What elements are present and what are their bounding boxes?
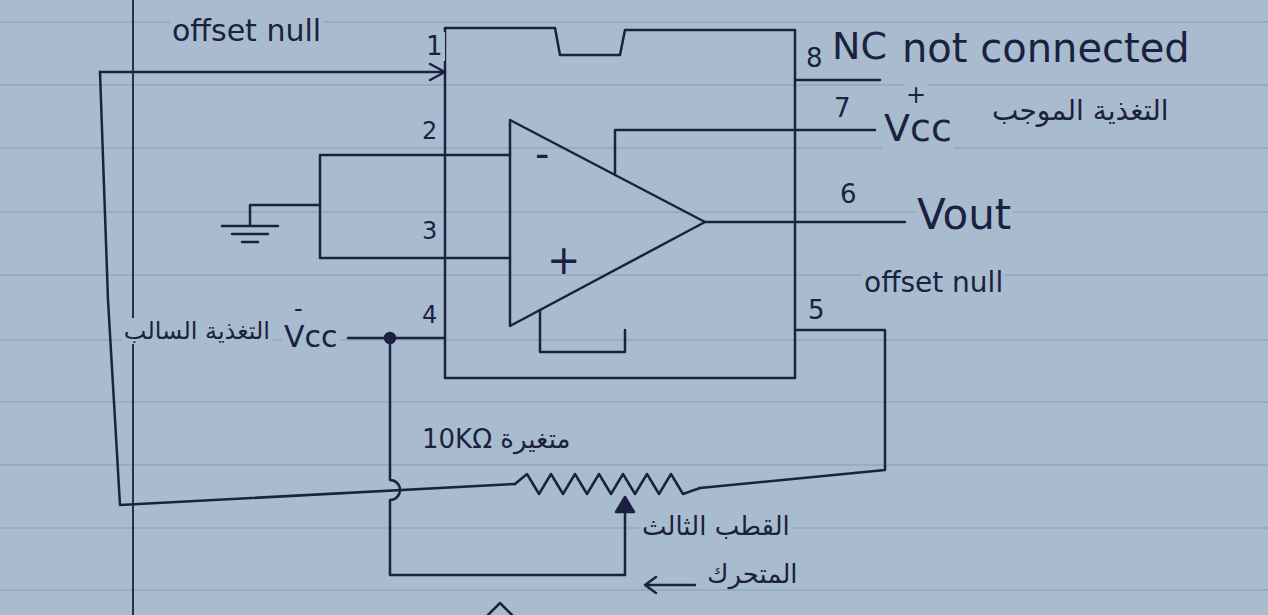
pin1-arrow: [430, 64, 445, 80]
wiper-arrow: [616, 497, 634, 512]
polarity-sign: +: [904, 82, 928, 108]
pin-number: 6: [838, 180, 859, 209]
vminus-inner-wire: [540, 310, 625, 352]
pin1-wire: [100, 71, 445, 74]
pin8-wire: [795, 79, 880, 82]
polarity-sign: -: [292, 296, 305, 322]
signal-name: Vcc: [282, 320, 340, 353]
pin-number: 5: [806, 296, 827, 325]
note: المتحرك: [705, 560, 800, 589]
pin-name: offset null: [862, 268, 1005, 299]
chip-outline: [445, 28, 795, 378]
pin5-wire: [700, 330, 885, 488]
input-wires: [320, 155, 510, 258]
pin6-wire: [705, 221, 905, 224]
pointer-arrow: [645, 577, 695, 593]
pin-name: offset null: [170, 14, 323, 47]
signal-name: Vcc: [882, 108, 954, 150]
pin-name: NC: [830, 26, 889, 68]
junction-dot: [385, 333, 395, 343]
pin-number: 8: [804, 44, 825, 73]
resistor-symbol: [515, 474, 700, 494]
opamp-triangle: -+: [505, 118, 710, 328]
pin-number: 3: [420, 218, 439, 244]
input-sign: +: [547, 238, 581, 282]
pin7-wire: [615, 130, 875, 175]
pin-number: 7: [832, 94, 853, 123]
input-sign: -: [535, 132, 549, 176]
ground-symbol: [222, 205, 320, 242]
note: التغذية الموجب: [990, 96, 1170, 127]
wiper-wire: [390, 338, 625, 575]
pin-number: 4: [420, 302, 439, 328]
note: التغذية السالب: [122, 318, 272, 344]
signal-name: Vout: [915, 192, 1013, 238]
note: القطب الثالث: [640, 512, 792, 541]
pin-number: 2: [420, 118, 439, 144]
note: not connected: [900, 26, 1192, 70]
component-value: 10KΩ متغيرة: [420, 425, 572, 454]
page-mark: [488, 603, 512, 615]
pin4-wire: [348, 337, 445, 340]
pin-number: 1: [424, 32, 445, 61]
